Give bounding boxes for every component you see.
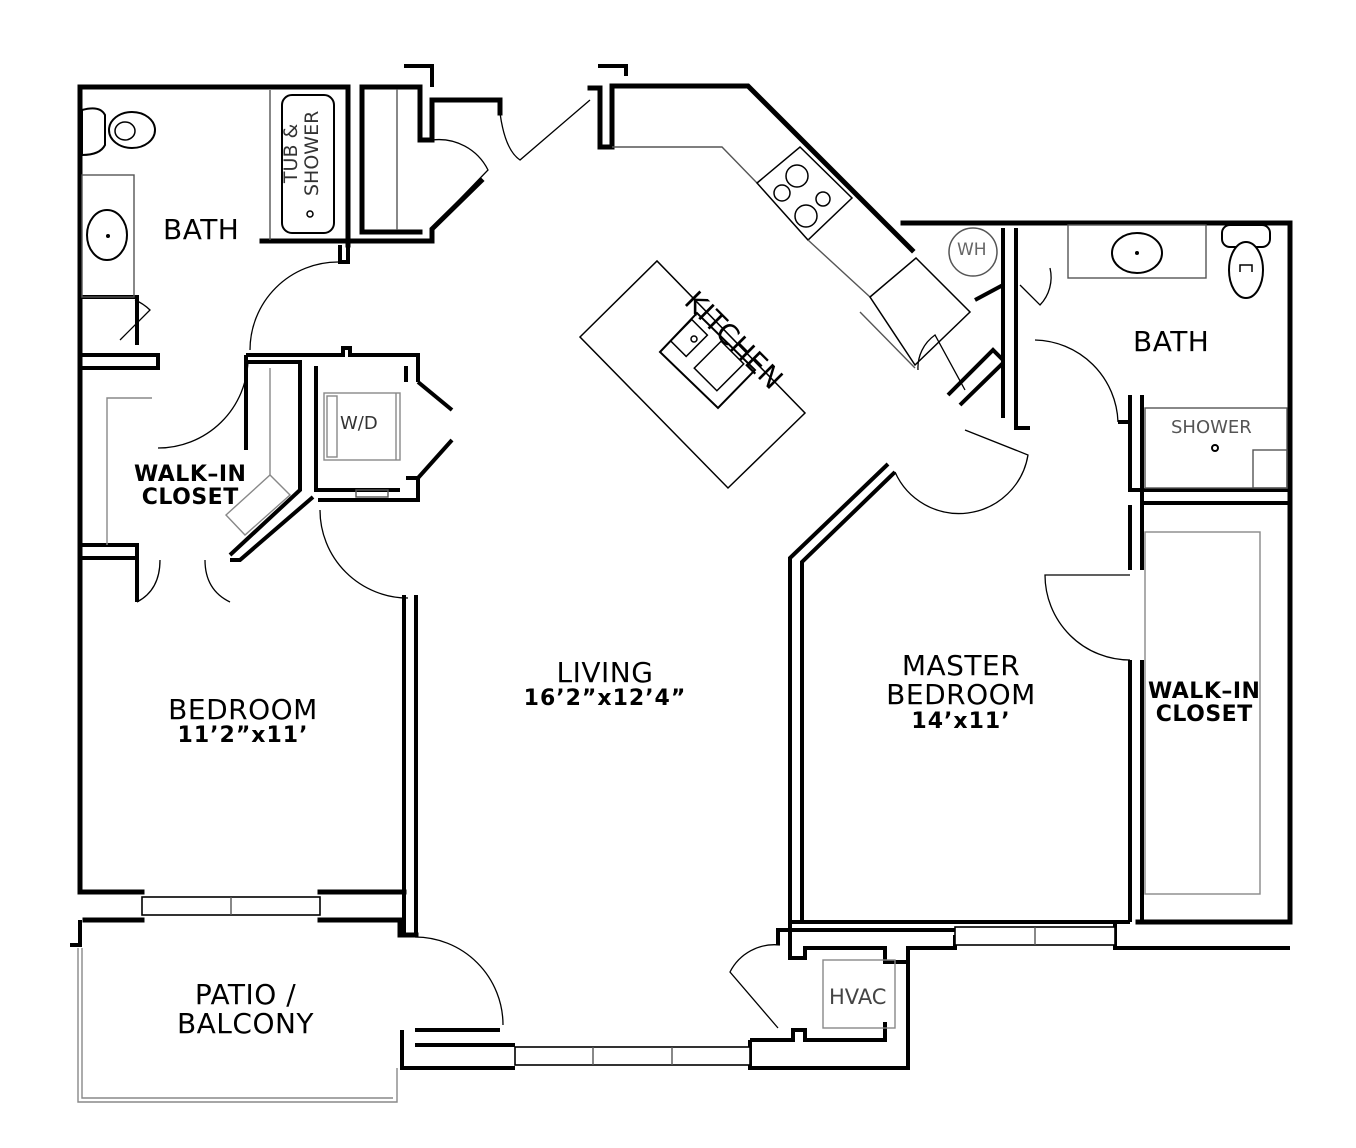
room-label-walkin-closet-left: WALK–IN CLOSET bbox=[134, 463, 246, 509]
hvac-icon bbox=[822, 959, 896, 1029]
closet-fixtures bbox=[106, 368, 401, 545]
room-label-bath-right: BATH bbox=[1133, 325, 1210, 358]
sink-icon bbox=[1111, 232, 1163, 274]
bedroom-name: BEDROOM bbox=[168, 693, 318, 726]
refrigerator-icon bbox=[859, 256, 972, 369]
fixture-label-washer-dryer: W/D bbox=[340, 413, 378, 434]
master-line2: BEDROOM bbox=[886, 678, 1036, 712]
room-label-patio: PATIO / BALCONY bbox=[168, 980, 323, 1039]
kitchen-fixtures bbox=[578, 145, 972, 490]
windows bbox=[141, 896, 1116, 1066]
patio-outline bbox=[77, 948, 398, 1103]
fixture-label-tub: TUB & SHOWER bbox=[280, 110, 323, 196]
left-bath-fixtures bbox=[81, 89, 398, 298]
shower-icon bbox=[1144, 407, 1288, 489]
master-dimensions: 14’x11’ bbox=[911, 708, 1011, 734]
room-label-master-bedroom: MASTER BEDROOM 14’x11’ bbox=[880, 651, 1042, 733]
sink-icon bbox=[86, 209, 128, 261]
tub-line2: SHOWER bbox=[300, 110, 323, 196]
fixture-label-hvac: HVAC bbox=[829, 985, 887, 1009]
sink-icon bbox=[658, 311, 757, 410]
room-label-living: LIVING 16’2”x12’4” bbox=[515, 656, 695, 712]
fixture-label-water-heater: WH bbox=[957, 240, 987, 260]
toilet-icon bbox=[81, 107, 156, 157]
water-heater-icon bbox=[948, 227, 998, 277]
walkin-line1: WALK–IN bbox=[1148, 679, 1261, 704]
door-swings bbox=[119, 99, 1131, 1029]
toilet-icon bbox=[1221, 224, 1271, 299]
kitchen-island bbox=[578, 259, 807, 490]
walkin-line2: CLOSET bbox=[1155, 702, 1253, 728]
room-label-bedroom: BEDROOM 11’2”x11’ bbox=[163, 693, 323, 749]
fixture-label-shower: SHOWER bbox=[1171, 417, 1252, 438]
washer-dryer-icon bbox=[323, 392, 401, 461]
patio-line1: PATIO / bbox=[194, 978, 297, 1011]
cooktop-icon bbox=[755, 145, 854, 242]
walkin-line1: WALK–IN bbox=[134, 462, 247, 487]
walkin-line2: CLOSET bbox=[141, 485, 239, 511]
living-name: LIVING bbox=[556, 656, 654, 689]
master-line1: MASTER bbox=[901, 649, 1021, 682]
bedroom-dimensions: 11’2”x11’ bbox=[177, 723, 309, 749]
tub-line1: TUB & bbox=[280, 123, 302, 184]
right-bath-fixtures bbox=[1067, 224, 1288, 895]
living-dimensions: 16’2”x12’4” bbox=[523, 686, 687, 712]
walls bbox=[70, 64, 1293, 1070]
tub-icon bbox=[269, 90, 335, 240]
patio-line2: BALCONY bbox=[176, 1007, 315, 1041]
room-label-bath-left: BATH bbox=[163, 213, 240, 246]
room-label-walkin-closet-right: WALK–IN CLOSET bbox=[1148, 680, 1260, 726]
